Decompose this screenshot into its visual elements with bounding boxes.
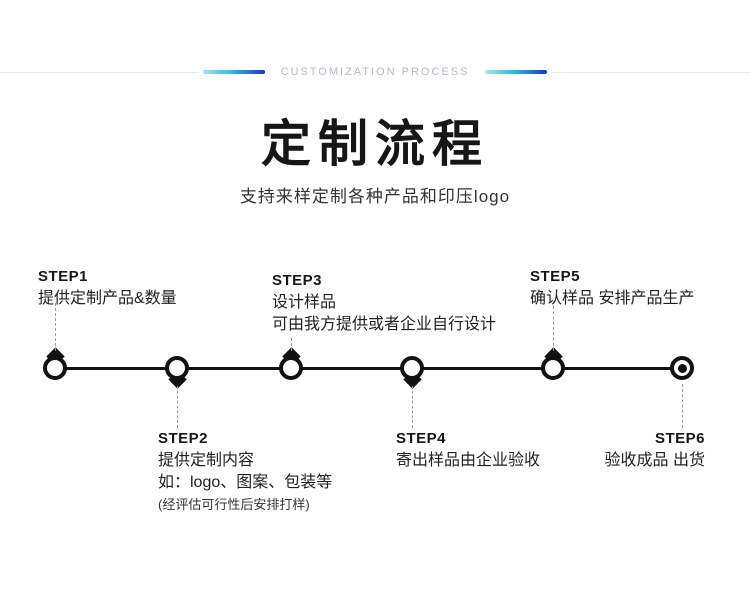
node-ring-icon — [670, 356, 694, 380]
connector-step3 — [291, 338, 292, 351]
step3-text: 设计样品 — [272, 294, 337, 311]
timeline-node-step5 — [541, 347, 565, 380]
timeline-node-step3 — [279, 347, 303, 380]
step2-text: 如：logo、图案、包装等 — [158, 474, 333, 491]
step5-label: STEP5 确认样品 安排产品生产 — [530, 266, 694, 310]
step4-label: STEP4 寄出样品由企业验收 — [396, 428, 540, 472]
connector-step6 — [682, 384, 683, 428]
node-ring-icon — [400, 356, 424, 380]
step3-text: 可由我方提供或者企业自行设计 — [272, 316, 497, 333]
timeline-node-step2 — [165, 356, 189, 389]
hairline-right — [551, 71, 750, 73]
step6-text: 验收成品 出货 — [604, 452, 705, 469]
timeline-node-step4 — [400, 356, 424, 389]
step2-id: STEP2 — [158, 430, 209, 447]
page-subtitle: 支持来样定制各种产品和印压logo — [239, 187, 511, 206]
connector-step4 — [412, 386, 413, 428]
connector-step5 — [553, 306, 554, 351]
step2-text: 提供定制内容 — [158, 452, 255, 469]
step3-id: STEP3 — [272, 272, 323, 289]
step1-text: 提供定制产品&数量 — [38, 290, 177, 307]
step4-id: STEP4 — [396, 430, 447, 447]
node-ring-icon — [541, 356, 565, 380]
connector-step1 — [55, 303, 56, 351]
step5-text: 确认样品 安排产品生产 — [530, 290, 695, 307]
eyebrow-label: CUSTOMIZATION PROCESS — [280, 66, 470, 78]
node-ring-icon — [43, 356, 67, 380]
connector-step2 — [177, 386, 178, 428]
gradient-bar-right — [485, 70, 548, 74]
step3-label: STEP3 设计样品 可由我方提供或者企业自行设计 — [272, 270, 496, 336]
timeline-node-step6 — [670, 356, 694, 380]
eyebrow-header: CUSTOMIZATION PROCESS — [0, 64, 750, 80]
step1-label: STEP1 提供定制产品&数量 — [38, 266, 177, 310]
step4-text: 寄出样品由企业验收 — [396, 452, 541, 469]
node-ring-icon — [279, 356, 303, 380]
step2-label: STEP2 提供定制内容 如：logo、图案、包装等 (经评估可行性后安排打样) — [158, 428, 332, 516]
page-title: 定制流程 — [261, 114, 489, 173]
timeline-axis — [55, 367, 684, 370]
timeline-node-step1 — [43, 347, 67, 380]
node-ring-icon — [165, 356, 189, 380]
node-bullseye-dot-icon — [677, 363, 687, 373]
step6-id: STEP6 — [654, 430, 705, 447]
hairline-left — [0, 71, 199, 73]
step1-id: STEP1 — [38, 268, 89, 285]
step5-id: STEP5 — [530, 268, 581, 285]
step6-label: STEP6 验收成品 出货 — [605, 428, 705, 472]
gradient-bar-left — [202, 70, 265, 74]
step2-note: (经评估可行性后安排打样) — [158, 497, 310, 512]
